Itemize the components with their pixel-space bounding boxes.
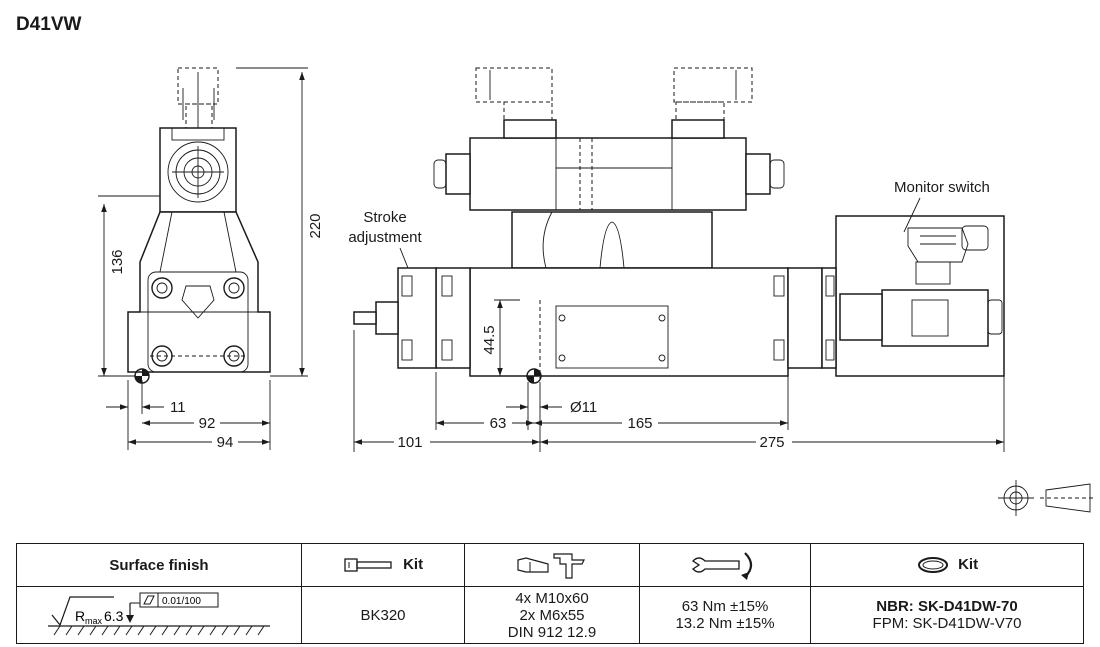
projection-symbol-icon [998, 480, 1094, 516]
kit-code: BK320 [360, 606, 406, 624]
dim-101: 101 [397, 434, 422, 451]
seal-kit-nbr: NBR: SK-D41DW-70 [876, 598, 1018, 615]
monitor-switch-view: Monitor switch [821, 179, 1005, 377]
dim-dia-11: Ø11 [570, 399, 597, 416]
bolts-line-1: 4x M10x60 [515, 589, 589, 607]
torque-cell: 63 Nm ±15% 13.2 Nm ±15% [639, 586, 811, 644]
bolts-line-3: DIN 912 12.9 [507, 623, 597, 641]
dim-94: 94 [217, 434, 234, 451]
header-seal-kit: Kit [810, 543, 1084, 587]
bolts-cell: 4x M10x60 2x M6x55 DIN 912 12.9 [464, 586, 640, 644]
header-torque [639, 543, 811, 587]
torque-wrench-icon [691, 552, 753, 580]
roughness-value: 6.3 [104, 608, 124, 624]
bolts-line-2: 2x M6x55 [519, 606, 585, 624]
technical-drawing: 136 220 11 92 94 [98, 67, 1094, 516]
bolt-icon [344, 558, 392, 572]
kit-code-cell: BK320 [301, 586, 465, 644]
page-title: D41VW [16, 14, 82, 35]
o-ring-icon [917, 557, 948, 573]
flatness-value: 0.01/100 [162, 596, 201, 607]
bolt-caliper-icon [517, 553, 585, 579]
end-view: 136 220 11 92 94 [98, 67, 324, 451]
roughness-prefix: R [75, 608, 85, 624]
stroke-adjustment-label-line2: adjustment [348, 229, 422, 246]
dim-220: 220 [307, 213, 324, 238]
dim-11: 11 [170, 399, 186, 416]
dim-44-5: 44.5 [481, 325, 498, 354]
torque-line-2: 13.2 Nm ±15% [675, 615, 775, 632]
header-surface-finish: Surface finish [16, 543, 302, 587]
side-view: 44.5 Ø11 63 165 101 275 Stroke adjustmen… [348, 67, 1005, 452]
header-kit: Kit [301, 543, 465, 587]
dim-92: 92 [199, 415, 216, 432]
roughness-subscript: max [85, 616, 103, 626]
seal-kit-cell: NBR: SK-D41DW-70 FPM: SK-D41DW-V70 [810, 586, 1084, 644]
header-bolts [464, 543, 640, 587]
seal-kit-fpm: FPM: SK-D41DW-V70 [872, 615, 1022, 632]
surface-finish-symbol: R max 6.3 0.01/100 [16, 586, 302, 644]
torque-line-1: 63 Nm ±15% [681, 598, 769, 615]
dim-63: 63 [490, 415, 507, 432]
dim-275: 275 [759, 434, 784, 451]
dim-136: 136 [109, 249, 126, 274]
specification-table: Surface finish Kit [16, 543, 1084, 644]
monitor-switch-label: Monitor switch [894, 179, 990, 196]
dim-165: 165 [627, 415, 652, 432]
stroke-adjustment-label-line1: Stroke [363, 209, 406, 226]
